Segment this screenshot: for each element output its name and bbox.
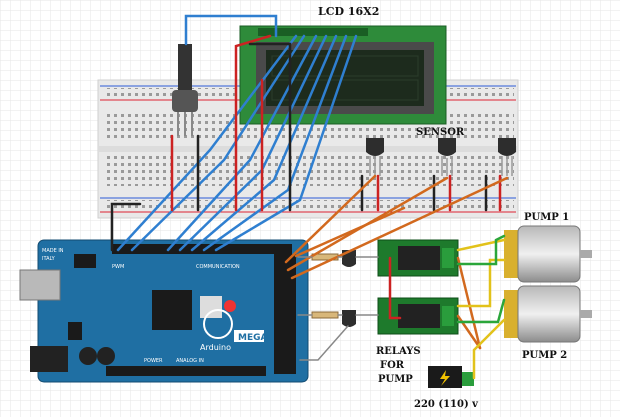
sensor-3 <box>498 138 516 176</box>
transistor-2 <box>342 310 356 327</box>
digital-header-top <box>112 244 292 254</box>
lcd-label: LCD 16X2 <box>318 5 379 18</box>
sensor-label: SENSOR <box>416 127 465 138</box>
board-analog-in: ANALOG IN <box>176 358 204 364</box>
board-communication: COMMUNICATION <box>196 264 240 270</box>
board-brand: Arduino <box>200 343 231 352</box>
board-power: POWER <box>144 358 163 364</box>
lightning-icon <box>440 370 450 386</box>
pump-2-motor <box>504 285 592 343</box>
relay-modules <box>377 239 459 335</box>
pump-1-label: PUMP 1 <box>524 212 569 223</box>
relay-ground-wires <box>456 234 506 324</box>
power-analog-header <box>106 366 266 376</box>
wires <box>110 14 509 380</box>
ground-wires <box>110 42 488 252</box>
relays-label-line-1: RELAYS <box>376 346 421 357</box>
arduino-mega-board: MADE IN ITALY PWM COMMUNICATION POWER AN… <box>19 239 309 383</box>
reset-button-icon <box>224 300 236 312</box>
board-country: ITALY <box>42 256 56 262</box>
pump-motors <box>504 225 592 343</box>
relays-label-line-3: PUMP <box>378 374 413 385</box>
temperature-sensors <box>366 138 516 176</box>
board-made-in: MADE IN <box>42 248 64 254</box>
sensor-2 <box>438 138 456 176</box>
mains-power-supply <box>428 366 474 388</box>
board-pwm: PWM <box>112 264 124 270</box>
relay-2 <box>377 297 459 335</box>
potentiometer <box>172 44 198 136</box>
pump-2-label: PUMP 2 <box>522 350 567 361</box>
arduino-logo-icon <box>203 309 233 339</box>
relays-label-line-2: FOR <box>380 360 405 371</box>
digital-header-right <box>274 254 296 374</box>
pump-1-motor <box>504 225 592 283</box>
lcd-data-wires <box>116 14 358 252</box>
resistor-2 <box>311 311 339 319</box>
microcontroller-chip <box>152 290 192 330</box>
sensor-1 <box>366 138 384 176</box>
board-model: MEGA <box>238 333 267 343</box>
mains-voltage-label: 220 (110) v <box>414 399 479 410</box>
transistor-wires <box>297 256 379 361</box>
